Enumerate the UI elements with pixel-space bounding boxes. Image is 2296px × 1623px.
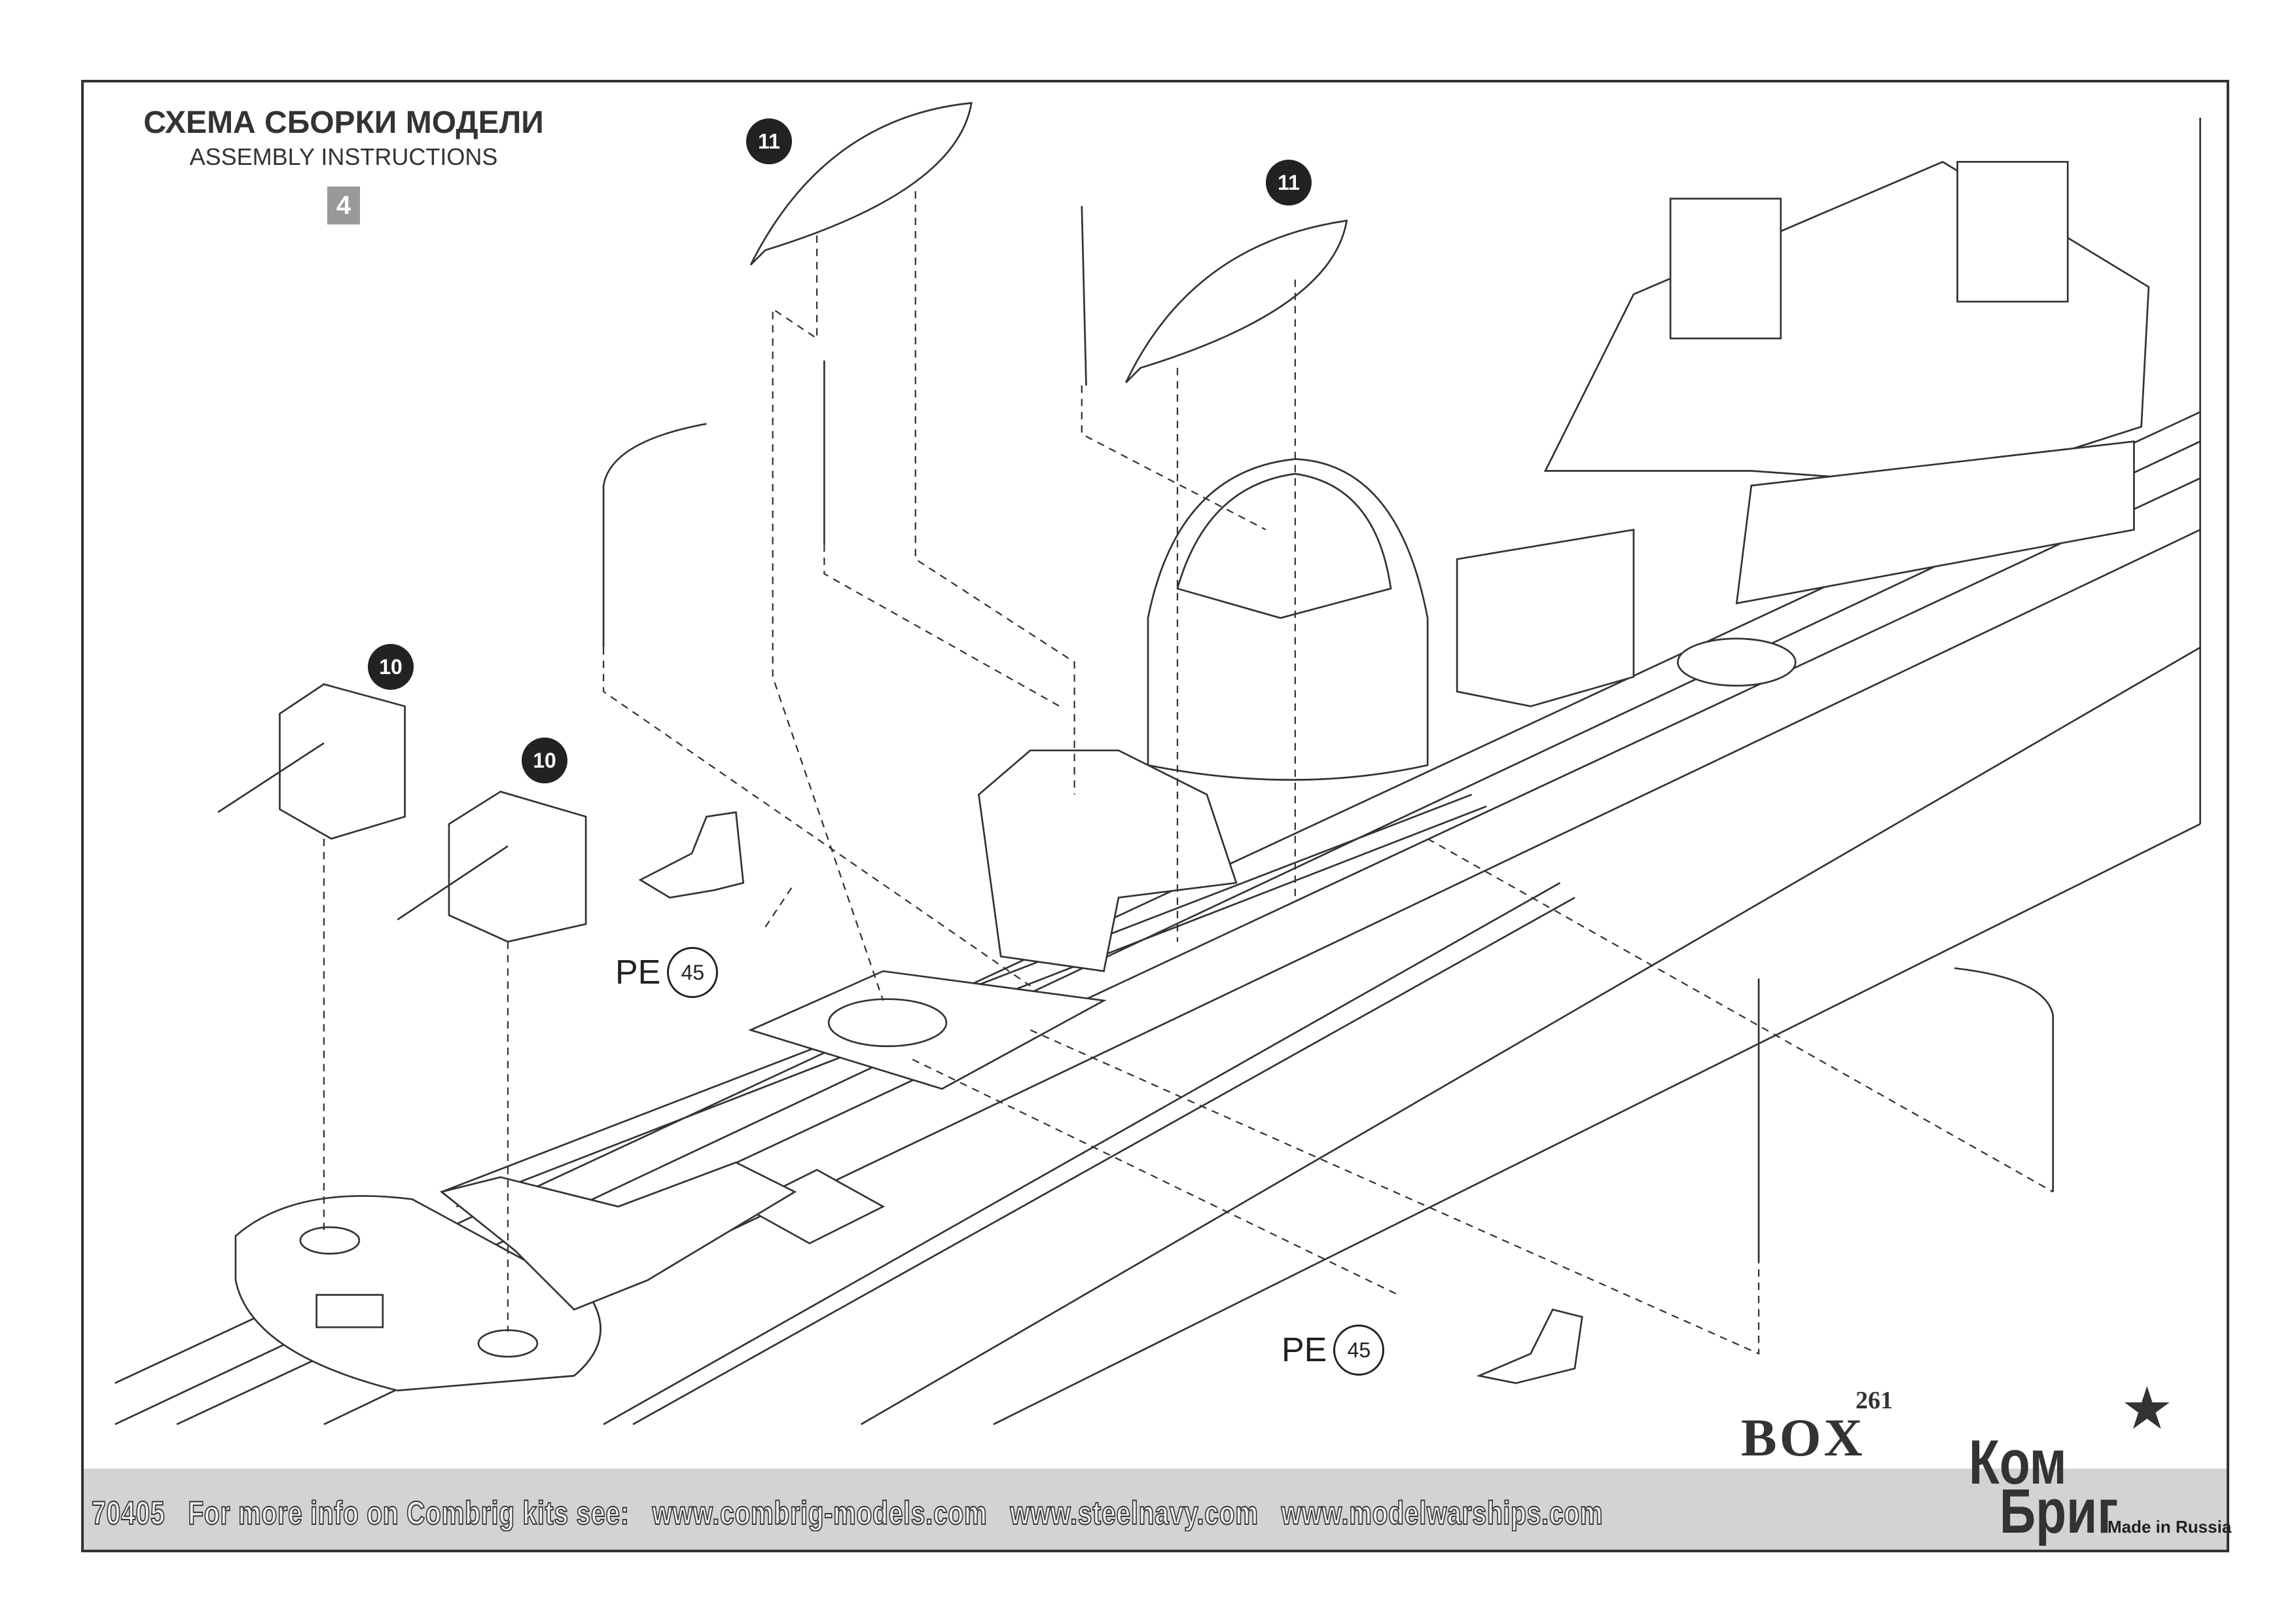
pe-part-label: PE 45 xyxy=(1282,1325,1385,1376)
logo-text-top: Ком xyxy=(1969,1427,2067,1497)
pe-prefix: PE xyxy=(615,954,661,991)
assembly-guides xyxy=(323,191,2054,1355)
gun-turrets xyxy=(217,683,587,943)
pe-number: 45 xyxy=(1333,1325,1385,1376)
title-block: СХЕМА СБОРКИ МОДЕЛИ ASSEMBLY INSTRUCTION… xyxy=(124,105,563,224)
box-number: 261 xyxy=(1856,1387,1893,1414)
lifeboats xyxy=(749,101,1348,383)
step-number-badge: 4 xyxy=(327,187,360,224)
logo-text-bottom: Бриг xyxy=(2000,1476,2119,1546)
part-callout-11: 11 xyxy=(746,118,792,164)
pe-part-label: PE 45 xyxy=(615,947,719,998)
box-label: BOX xyxy=(1741,1408,1865,1467)
part-callout-10: 10 xyxy=(368,644,414,690)
part-callout-10: 10 xyxy=(522,738,567,783)
star-logo-icon: ★ xyxy=(2121,1376,2174,1442)
made-in-label: Made in Russia xyxy=(2108,1517,2232,1537)
title-russian: СХЕМА СБОРКИ МОДЕЛИ xyxy=(143,105,544,140)
pe-number: 45 xyxy=(667,947,719,998)
part-callout-11: 11 xyxy=(1266,160,1312,205)
pe-prefix: PE xyxy=(1282,1331,1327,1369)
footer-band xyxy=(84,1469,2227,1550)
footer-info-text: 70405 For more info on Combrig kits see:… xyxy=(91,1494,1604,1532)
masts xyxy=(602,205,2054,1263)
title-english: ASSEMBLY INSTRUCTIONS xyxy=(189,143,498,170)
page-frame xyxy=(81,80,2229,1552)
bridge-superstructure xyxy=(234,160,2150,1392)
pe-brackets xyxy=(638,811,1583,1384)
